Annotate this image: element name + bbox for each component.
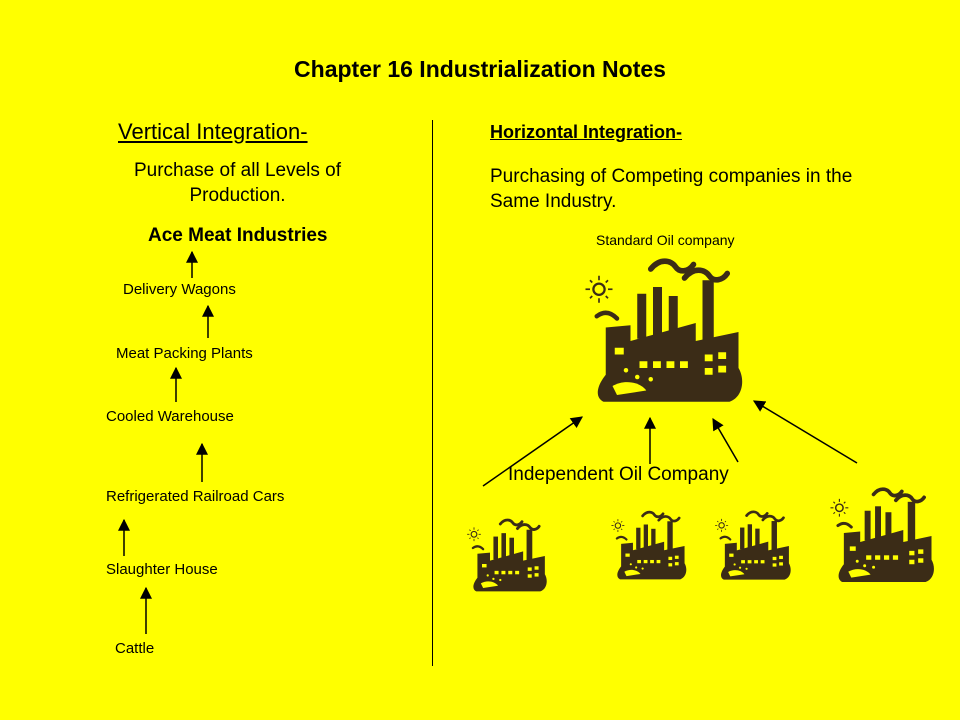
factory-icon xyxy=(572,252,752,412)
step-refrigerated-railroad-cars: Refrigerated Railroad Cars xyxy=(106,488,285,505)
vertical-integration-description: Purchase of all Levels of Production. xyxy=(133,160,341,206)
arrow-up-icon xyxy=(712,417,739,463)
horizontal-integration-description: Purchasing of Competing companies in the… xyxy=(490,166,853,212)
factory-icon xyxy=(708,508,796,584)
factory-icon xyxy=(820,484,942,588)
arrow-up-icon xyxy=(482,416,583,487)
step-slaughter-house: Slaughter House xyxy=(106,561,218,578)
standard-oil-label: Standard Oil company xyxy=(596,232,735,248)
independent-oil-label: Independent Oil Company xyxy=(508,464,729,485)
page-title: Chapter 16 Industrialization Notes xyxy=(294,56,666,82)
column-divider xyxy=(432,120,433,666)
step-delivery-wagons: Delivery Wagons xyxy=(123,281,236,298)
vertical-integration-heading: Vertical Integration- xyxy=(118,119,308,144)
step-meat-packing-plants: Meat Packing Plants xyxy=(116,345,253,362)
step-cattle: Cattle xyxy=(115,640,155,657)
factory-icon xyxy=(460,516,552,596)
vertical-company-name: Ace Meat Industries xyxy=(148,225,328,246)
factory-icon xyxy=(605,508,691,584)
step-cooled-warehouse: Cooled Warehouse xyxy=(106,408,234,425)
arrow-up-icon xyxy=(752,400,858,464)
horizontal-integration-heading: Horizontal Integration- xyxy=(490,122,682,142)
